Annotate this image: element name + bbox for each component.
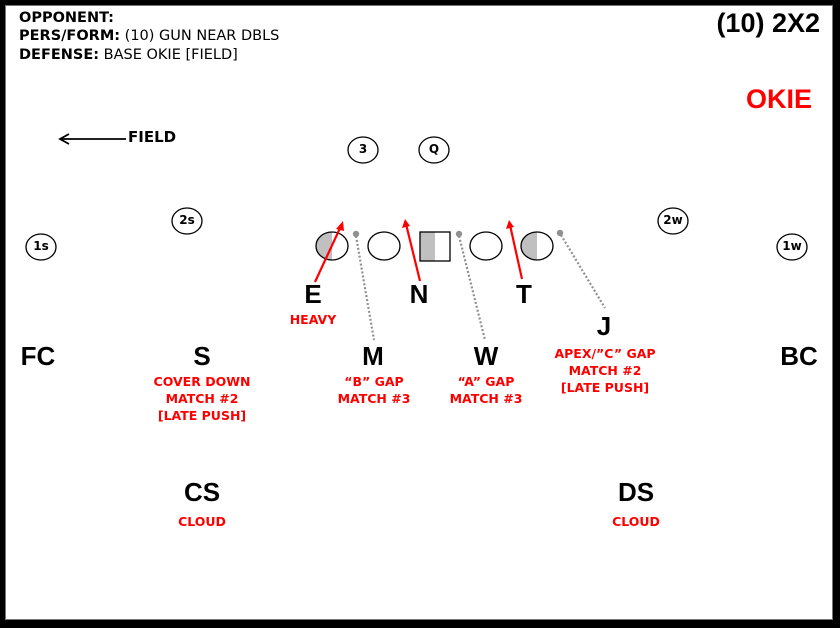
defender-m-note-2: MATCH #3 xyxy=(337,391,411,406)
opponent-line: OPPONENT: xyxy=(19,9,114,27)
back-q-label: Q xyxy=(428,142,440,156)
defender-e: E xyxy=(304,279,322,309)
defender-fc: FC xyxy=(20,341,56,371)
defender-ds: DS xyxy=(617,477,655,507)
defense-label: DEFENSE: xyxy=(19,47,100,63)
defender-cs: CS xyxy=(183,477,221,507)
receiver-2s xyxy=(171,207,203,235)
back-3 xyxy=(347,136,379,164)
jack-alignment-line xyxy=(556,229,606,309)
ol-right-tackle xyxy=(520,231,554,261)
field-arrow-icon xyxy=(58,133,126,145)
defender-s-note-2: MATCH #2 xyxy=(165,391,239,406)
will-alignment-line xyxy=(455,230,487,341)
pers-form-value: (10) GUN NEAR DBLS xyxy=(120,28,280,44)
mike-alignment-line xyxy=(352,230,376,341)
pers-form-line: PERS/FORM: (10) GUN NEAR DBLS xyxy=(19,27,279,45)
receiver-1s-label: 1s xyxy=(33,239,49,253)
front-name: OKIE xyxy=(745,84,812,114)
ol-center xyxy=(419,231,451,262)
defender-w: W xyxy=(473,341,499,371)
back-3-label: 3 xyxy=(358,142,368,156)
defender-j-note-1: APEX/”C” GAP xyxy=(554,346,656,361)
defender-j-note-3: [LATE PUSH] xyxy=(560,380,650,395)
field-label: FIELD xyxy=(128,128,177,146)
defender-m-note-1: “B” GAP xyxy=(344,374,404,389)
defender-w-note-1: “A” GAP xyxy=(457,374,515,389)
defender-bc: BC xyxy=(780,341,818,371)
defender-s-note-1: COVER DOWN xyxy=(153,374,251,389)
receiver-1w xyxy=(776,233,808,261)
defender-w-note-2: MATCH #3 xyxy=(449,391,523,406)
defender-j-note-2: MATCH #2 xyxy=(568,363,642,378)
end-rush-arrow-icon xyxy=(314,221,344,283)
receiver-1w-label: 1w xyxy=(782,239,802,253)
tackle-rush-arrow-icon xyxy=(506,220,524,280)
defender-n: N xyxy=(409,279,429,309)
defender-e-note-1: HEAVY xyxy=(289,312,337,327)
defender-s: S xyxy=(193,341,211,371)
defender-m: M xyxy=(362,341,384,371)
diagram-canvas xyxy=(5,5,833,620)
opponent-label: OPPONENT: xyxy=(19,10,114,26)
receiver-2w-label: 2w xyxy=(663,213,683,227)
back-q xyxy=(418,136,450,164)
defender-t: T xyxy=(516,279,532,309)
receiver-1s xyxy=(25,233,57,261)
defender-cs-note-1: CLOUD xyxy=(178,514,226,529)
pers-form-label: PERS/FORM: xyxy=(19,28,121,44)
defense-line: DEFENSE: BASE OKIE [FIELD] xyxy=(19,46,238,64)
defense-value: BASE OKIE [FIELD] xyxy=(99,47,238,63)
receiver-2w xyxy=(657,207,689,235)
defender-s-note-3: [LATE PUSH] xyxy=(157,408,247,423)
ol-right-guard xyxy=(469,231,503,261)
nose-rush-arrow-icon xyxy=(402,219,422,282)
ol-left-guard xyxy=(367,231,401,261)
defender-ds-note-1: CLOUD xyxy=(612,514,660,529)
receiver-2s-label: 2s xyxy=(179,213,195,227)
defender-j: J xyxy=(596,311,612,341)
formation-title: (10) 2X2 xyxy=(716,8,820,38)
